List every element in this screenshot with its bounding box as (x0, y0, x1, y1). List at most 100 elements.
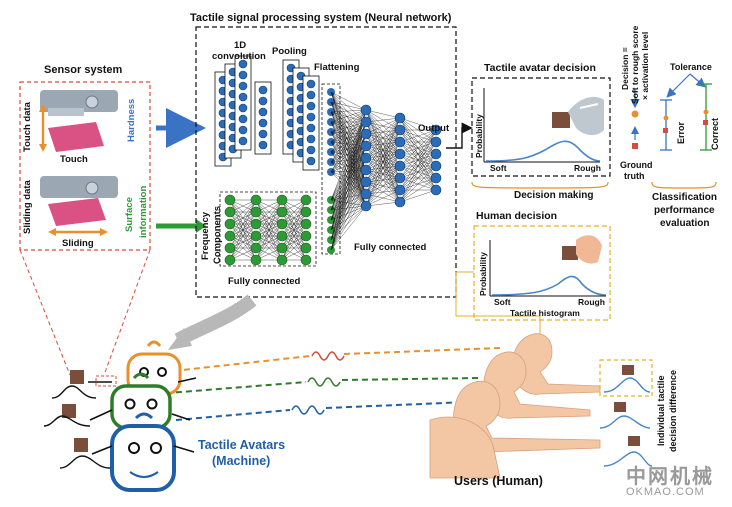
slide-fabric (48, 198, 106, 226)
neuron-blue (430, 124, 442, 136)
flattening-label: Flattening (314, 62, 360, 73)
individual-curve-3 (603, 451, 653, 467)
neuron-blue (238, 114, 248, 124)
neuron-green (276, 230, 288, 242)
neuron-blue (360, 104, 372, 116)
ground-truth-point (632, 143, 638, 149)
avatar-arms (88, 377, 197, 455)
avatar-blue (110, 412, 176, 492)
avatar-hist-2 (43, 415, 91, 427)
signal-line-blue (175, 401, 469, 421)
surface-label: Surface (124, 197, 135, 232)
individual-curve-2 (599, 415, 651, 429)
neuron-blue (258, 107, 268, 117)
neuron-blue (258, 85, 268, 95)
user-silhouettes (429, 333, 601, 479)
avatars-line2: (Machine) (212, 454, 271, 468)
avatar-decision-title: Tactile avatar decision (484, 62, 596, 74)
individual-curve-1 (603, 377, 651, 393)
sensor-link-left (19, 249, 71, 376)
classification-bracket (651, 181, 717, 189)
error-bar (660, 99, 672, 151)
neuron-green (276, 218, 288, 230)
fully-connected-right-label: Fully connected (354, 242, 427, 253)
classification-title-3: evaluation (660, 218, 710, 229)
human-decision-rough: Rough (578, 297, 605, 307)
signal-wave-blue (291, 405, 325, 415)
neuron-blue (306, 134, 316, 144)
formula-line2: Soft to rough score (630, 25, 640, 104)
neuron-blue (258, 129, 268, 139)
output-arrow (446, 122, 473, 149)
neuron-green (300, 206, 312, 218)
neuron-green (224, 218, 236, 230)
neuron-green (276, 194, 288, 206)
touch-robot-hand (40, 90, 118, 116)
neuron-blue (394, 136, 406, 148)
neuron-blue (360, 116, 372, 128)
neuron-blue (430, 172, 442, 184)
neuron-green (250, 218, 262, 230)
neuron-blue (360, 140, 372, 152)
neuron-blue (238, 70, 248, 80)
individual-line1: Individual tactile (656, 375, 666, 446)
neuron-blue (360, 164, 372, 176)
neuron-blue (238, 81, 248, 91)
touch-data-label: Touch data (22, 102, 33, 152)
individual-line2: decision difference (668, 369, 678, 452)
slide-robot-hand (40, 176, 118, 198)
neuron-blue (306, 79, 316, 89)
avatar-decision-robot-hand (568, 96, 604, 136)
neuron-blue (238, 92, 248, 102)
neuron-green (250, 242, 262, 254)
signal-wave-orange (311, 351, 345, 361)
classification-title-1: Classification (652, 192, 718, 203)
neuron-blue (306, 90, 316, 100)
information-label: information (138, 185, 149, 238)
touch-label: Touch (60, 154, 88, 165)
output-label: Output (418, 123, 450, 134)
nn-to-avatar-arrow (174, 294, 257, 347)
neuron-blue (306, 101, 316, 111)
avatar-decision-ylabel: Probability (474, 114, 484, 158)
signal-line-green (155, 377, 481, 395)
conv-label: convolution (212, 51, 266, 62)
neuron-blue (360, 200, 372, 212)
nn-title: Tactile signal processing system (Neural… (190, 12, 452, 24)
correct-label: Correct (710, 117, 720, 150)
neuron-blue (394, 184, 406, 196)
decision-point (631, 110, 639, 118)
human-decision-curve (491, 275, 607, 296)
avatar-hist-1 (51, 385, 97, 399)
avatar-hist-3 (59, 455, 111, 469)
neuron-blue (360, 176, 372, 188)
individual-sample-3 (628, 436, 640, 446)
signal-line-orange (163, 347, 501, 373)
neuron-blue (394, 160, 406, 172)
nn-box (195, 26, 457, 298)
neuron-blue (238, 59, 248, 69)
nn-layers (214, 55, 442, 267)
error-label: Error (676, 121, 686, 144)
human-decision-xlabel: Tactile histogram (510, 308, 580, 318)
sliding-label: Sliding (62, 238, 94, 249)
neuron-blue (394, 172, 406, 184)
neuron-blue (258, 96, 268, 106)
neuron-blue (394, 112, 406, 124)
conv-frame (234, 55, 252, 151)
sensor-system-title: Sensor system (44, 64, 123, 76)
neuron-green (224, 254, 236, 266)
neuron-green (224, 206, 236, 218)
neuron-blue (430, 148, 442, 160)
neuron-blue (360, 152, 372, 164)
human-decision-title: Human decision (476, 210, 558, 222)
neuron-blue (394, 148, 406, 160)
signal-wave-green (307, 377, 341, 387)
neuron-blue (394, 124, 406, 136)
classification-title-2: performance (654, 205, 715, 216)
individual-sample-1 (622, 365, 634, 375)
touch-fabric (48, 122, 104, 152)
neuron-green (250, 230, 262, 242)
human-decision-box (473, 225, 611, 321)
neuron-blue (360, 128, 372, 140)
